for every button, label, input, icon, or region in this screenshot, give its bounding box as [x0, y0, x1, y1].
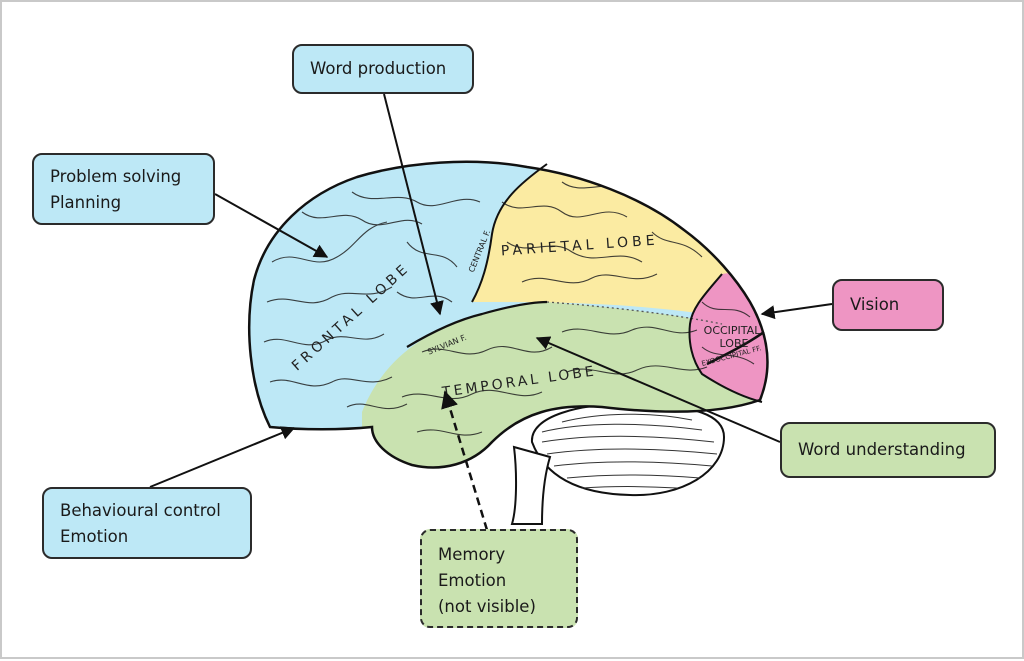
gyri-texture: [263, 181, 755, 436]
arrow-memory-dashed: [441, 390, 489, 531]
occipital-lobe-label-line1: OCCIPITAL: [704, 324, 762, 337]
brainstem: [510, 445, 552, 525]
arrow-vision: [760, 303, 833, 320]
sylvian-fissure: [406, 300, 548, 348]
callout-memory-line1: Memory: [438, 545, 506, 564]
occipital-boundary: [688, 273, 763, 403]
callout-memory-line3: (not visible): [438, 597, 536, 616]
occipital-lobe-label-line2: LOBE: [720, 337, 749, 350]
callout-word-understanding-text: Word understanding: [798, 440, 966, 459]
arrow-word-production: [383, 93, 444, 316]
callout-vision-text: Vision: [850, 295, 900, 314]
callout-vision: Vision: [832, 279, 944, 331]
exooccipital-fissure: [706, 330, 765, 366]
callout-memory: Memory Emotion (not visible): [420, 529, 578, 628]
callout-problem-solving-line1: Problem solving: [50, 167, 182, 186]
callout-problem-solving: Problem solving Planning: [32, 153, 215, 225]
callout-word-understanding: Word understanding: [780, 422, 996, 478]
central-fissure: [471, 163, 548, 303]
arrow-behavioural: [149, 426, 296, 488]
arrow-problem-solving: [214, 193, 329, 258]
cerebellum-folia: [541, 413, 718, 489]
callout-problem-solving-line2: Planning: [50, 193, 122, 212]
arrow-word-understanding: [535, 336, 781, 443]
callout-behavioural-control: Behavioural control Emotion: [42, 487, 252, 559]
callout-memory-line2: Emotion: [438, 571, 507, 590]
callout-word-production-text: Word production: [310, 59, 447, 78]
callout-behavioural-line2: Emotion: [60, 527, 129, 546]
callout-word-production: Word production: [292, 44, 474, 94]
occipital-lobe: [689, 262, 768, 402]
callout-behavioural-line1: Behavioural control: [60, 501, 221, 520]
brain-outline: [248, 160, 769, 469]
